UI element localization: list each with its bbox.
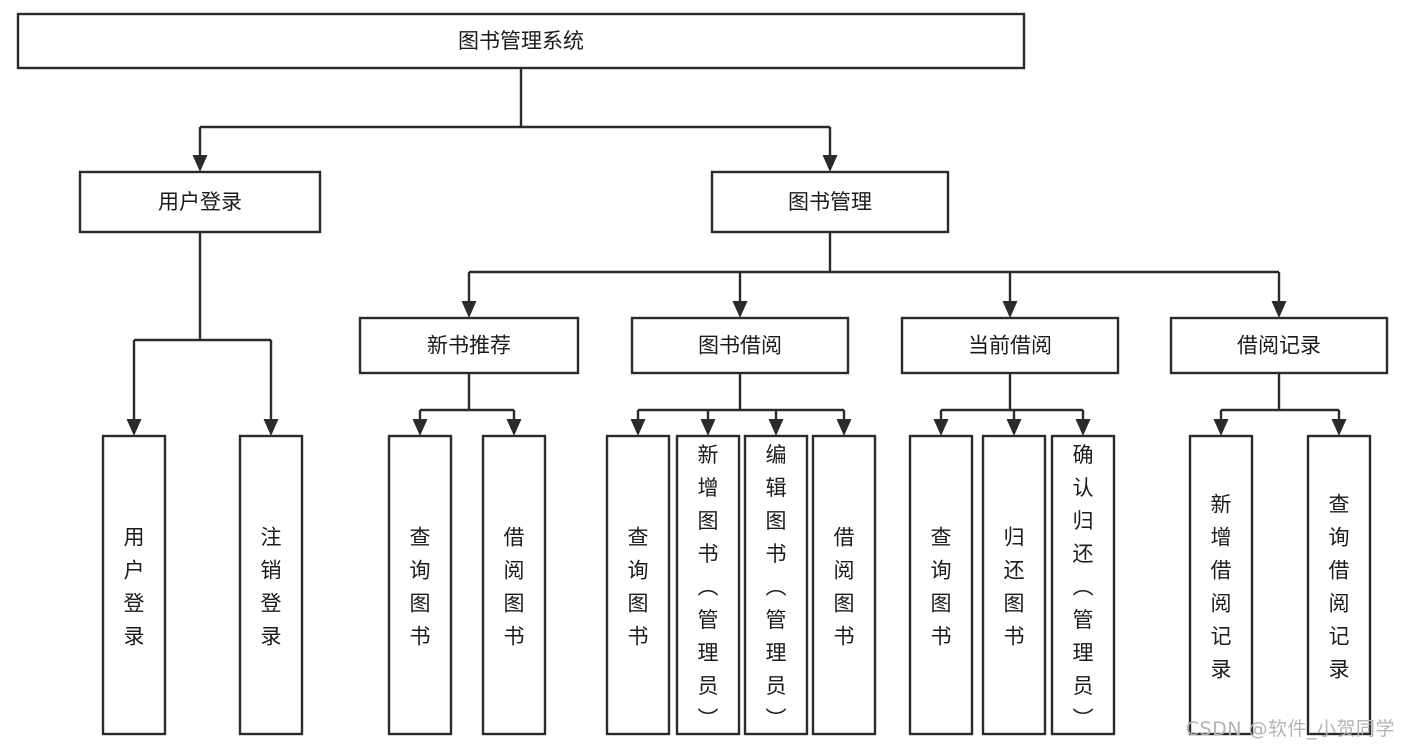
node-leaf-edit-book[interactable]: 编辑图书︵管理员︶ <box>743 434 809 736</box>
node-leaf-borrow-book[interactable]: 借阅图书 <box>811 434 877 736</box>
node-box-root <box>16 12 1026 70</box>
node-current-borrow[interactable]: 当前借阅 <box>900 316 1120 375</box>
node-label-book-borrow: 图书借阅 <box>698 334 782 358</box>
node-box-book-borrow <box>630 316 850 375</box>
node-box-user-login <box>78 170 322 234</box>
node-label-leaf-edit-book: 编辑图书︵管理员︶ <box>766 443 787 731</box>
arrow-book-borrow-1 <box>700 419 716 436</box>
node-leaf-query-book-rec[interactable]: 查询图书 <box>387 434 453 736</box>
node-label-leaf-query-book-rec: 查询图书 <box>410 526 431 649</box>
arrow-book-borrow-0 <box>630 419 646 436</box>
node-box-new-book-recommend <box>358 316 580 375</box>
arrow-book-management-1 <box>732 301 748 318</box>
node-label-leaf-query-book-cur: 查询图书 <box>931 526 952 649</box>
node-borrow-record[interactable]: 借阅记录 <box>1169 316 1389 375</box>
arrow-book-borrow-3 <box>836 419 852 436</box>
node-label-leaf-query-book-borrow: 查询图书 <box>628 526 649 649</box>
node-label-current-borrow: 当前借阅 <box>968 334 1052 358</box>
node-label-leaf-user-login: 用户登录 <box>124 526 145 649</box>
node-leaf-borrow-book-rec[interactable]: 借阅图书 <box>481 434 547 736</box>
node-label-leaf-add-record: 新增借阅记录 <box>1211 493 1232 682</box>
node-box-leaf-confirm-return <box>1050 434 1116 736</box>
node-box-leaf-add-record <box>1188 434 1254 736</box>
node-box-leaf-logout <box>238 434 304 736</box>
node-leaf-user-login[interactable]: 用户登录 <box>101 434 167 736</box>
node-label-leaf-logout: 注销登录 <box>261 526 282 649</box>
node-book-borrow[interactable]: 图书借阅 <box>630 316 850 375</box>
node-leaf-logout[interactable]: 注销登录 <box>238 434 304 736</box>
node-label-borrow-record: 借阅记录 <box>1237 334 1321 358</box>
node-box-leaf-borrow-book-rec <box>481 434 547 736</box>
node-box-leaf-borrow-book <box>811 434 877 736</box>
node-leaf-add-record[interactable]: 新增借阅记录 <box>1188 434 1254 736</box>
node-label-leaf-borrow-book: 借阅图书 <box>834 526 855 649</box>
node-leaf-query-book-cur[interactable]: 查询图书 <box>908 434 974 736</box>
node-box-leaf-edit-book <box>743 434 809 736</box>
arrow-borrow-record-0 <box>1213 419 1229 436</box>
node-new-book-recommend[interactable]: 新书推荐 <box>358 316 580 375</box>
node-leaf-add-book[interactable]: 新增图书︵管理员︶ <box>675 434 741 736</box>
arrow-book-borrow-2 <box>768 419 784 436</box>
arrow-book-management-0 <box>461 301 477 318</box>
node-leaf-query-record[interactable]: 查询借阅记录 <box>1306 434 1372 736</box>
arrow-root-0 <box>192 155 208 172</box>
arrow-borrow-record-1 <box>1331 419 1347 436</box>
arrow-user-login-1 <box>263 419 279 436</box>
node-box-leaf-query-book-rec <box>387 434 453 736</box>
node-label-leaf-borrow-book-rec: 借阅图书 <box>504 526 525 649</box>
arrow-book-management-2 <box>1002 301 1018 318</box>
node-box-leaf-query-record <box>1306 434 1372 736</box>
node-box-current-borrow <box>900 316 1120 375</box>
node-layer: 图书管理系统用户登录图书管理新书推荐图书借阅当前借阅借阅记录用户登录注销登录查询… <box>16 12 1389 736</box>
node-user-login[interactable]: 用户登录 <box>78 170 322 234</box>
node-leaf-return-book[interactable]: 归还图书 <box>981 434 1047 736</box>
node-book-management[interactable]: 图书管理 <box>710 170 950 234</box>
arrow-current-borrow-1 <box>1006 419 1022 436</box>
node-box-leaf-add-book <box>675 434 741 736</box>
node-box-leaf-query-book-cur <box>908 434 974 736</box>
node-box-leaf-return-book <box>981 434 1047 736</box>
node-label-leaf-query-record: 查询借阅记录 <box>1329 493 1350 682</box>
node-label-new-book-recommend: 新书推荐 <box>427 334 511 358</box>
node-label-user-login: 用户登录 <box>158 190 242 214</box>
arrow-user-login-0 <box>126 419 142 436</box>
connector-layer <box>126 68 1347 436</box>
node-root[interactable]: 图书管理系统 <box>16 12 1026 70</box>
node-label-leaf-return-book: 归还图书 <box>1004 526 1025 649</box>
arrow-current-borrow-2 <box>1075 419 1091 436</box>
arrow-new-book-recommend-1 <box>506 419 522 436</box>
csdn-watermark: CSDN @软件_小贺同学 <box>1185 718 1395 740</box>
arrow-current-borrow-0 <box>933 419 949 436</box>
node-box-leaf-user-login <box>101 434 167 736</box>
node-label-leaf-add-book: 新增图书︵管理员︶ <box>698 443 719 731</box>
node-box-borrow-record <box>1169 316 1389 375</box>
arrow-book-management-3 <box>1271 301 1287 318</box>
node-box-leaf-query-book-borrow <box>605 434 671 736</box>
node-leaf-query-book-borrow[interactable]: 查询图书 <box>605 434 671 736</box>
node-label-leaf-confirm-return: 确认归还︵管理员︶ <box>1073 443 1094 731</box>
node-box-book-management <box>710 170 950 234</box>
node-label-book-management: 图书管理 <box>788 190 872 214</box>
arrow-root-1 <box>822 155 838 172</box>
node-label-root: 图书管理系统 <box>458 29 584 53</box>
arrow-new-book-recommend-0 <box>412 419 428 436</box>
node-leaf-confirm-return[interactable]: 确认归还︵管理员︶ <box>1050 434 1116 736</box>
